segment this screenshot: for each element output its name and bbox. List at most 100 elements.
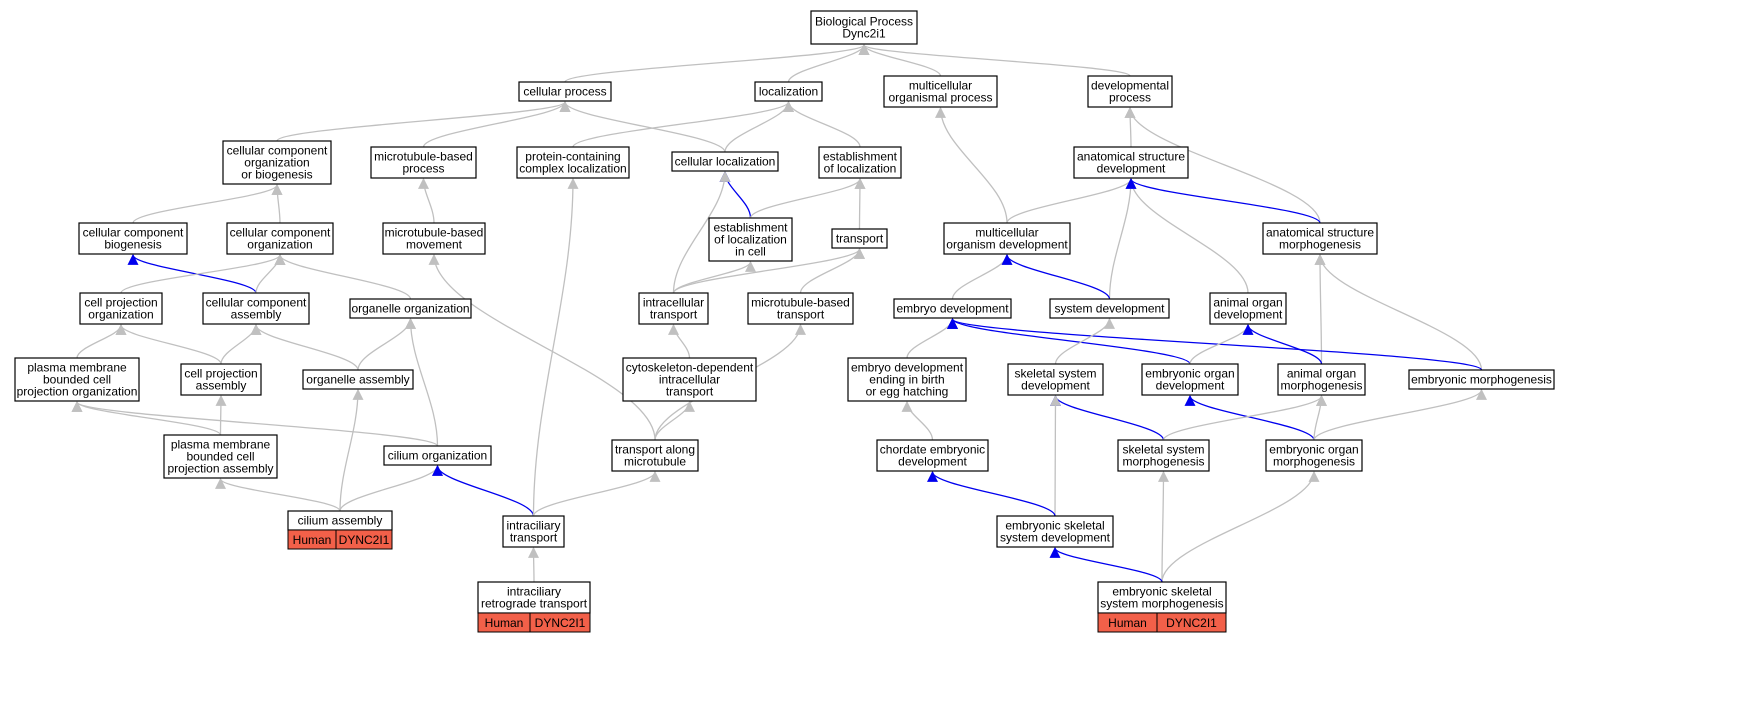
node-label: cellular localization xyxy=(675,155,776,169)
edge-cp-assembly-to-cc-assembly xyxy=(220,323,262,365)
node-label: development xyxy=(1097,162,1166,176)
node-cell-localization[interactable]: cellular localization xyxy=(671,151,779,172)
edge xyxy=(418,177,435,224)
node-label: of localization xyxy=(714,233,787,247)
node-organelle-assembly[interactable]: organelle assembly xyxy=(302,369,414,390)
node-box xyxy=(876,439,989,472)
node-organelle-org[interactable]: organelle organization xyxy=(349,298,472,319)
node-cellular-process[interactable]: cellular process xyxy=(518,81,612,102)
edge xyxy=(405,317,439,447)
node-transport[interactable]: transport xyxy=(831,228,888,249)
species-label: Human xyxy=(1108,616,1147,630)
edge xyxy=(1242,323,1323,365)
node-label: developmental xyxy=(1091,79,1169,93)
node-localization[interactable]: localization xyxy=(754,81,823,102)
node-box xyxy=(202,292,310,325)
gene-label: DYNC2I1 xyxy=(1166,616,1217,630)
edge-intracellular-transport-to-est-loc-cell xyxy=(672,260,756,294)
node-label: cell projection xyxy=(184,367,257,381)
edge-transport-mt-to-mt-movement xyxy=(428,253,656,441)
node-label: assembly xyxy=(231,308,282,322)
edge-embryonic-organ-morph-to-embryonic-morph xyxy=(1313,388,1487,441)
node-label: skeletal system xyxy=(1014,367,1096,381)
node-label: or biogenesis xyxy=(241,168,312,182)
node-label: ending in birth xyxy=(869,373,944,387)
edge xyxy=(339,464,443,512)
node-box xyxy=(810,10,918,45)
node-label: transport xyxy=(510,531,558,545)
node-box xyxy=(516,146,630,179)
edge-organelle-org-to-cc-organization xyxy=(274,253,412,300)
node-label: system morphogenesis xyxy=(1100,597,1223,611)
node-label: embryonic skeletal xyxy=(1005,519,1104,533)
edge-asm-to-developmental-process xyxy=(1124,106,1321,224)
edge-cilium-org-to-organelle-org xyxy=(405,317,439,447)
node-label: microtubule-based xyxy=(374,150,473,164)
edge-animal-organ-morph-to-animal-organ-dev xyxy=(1242,323,1323,365)
node-label: cellular component xyxy=(227,144,328,158)
edge-est-localization-to-localization xyxy=(783,100,861,148)
edge xyxy=(858,43,942,77)
edge xyxy=(276,100,571,142)
node-embryonic-morph[interactable]: embryonic morphogenesis xyxy=(1408,369,1555,390)
node-label: plasma membrane xyxy=(27,361,127,375)
edge xyxy=(1189,323,1254,365)
edge xyxy=(951,253,1013,300)
edge xyxy=(1125,177,1321,224)
node-system-dev[interactable]: system development xyxy=(1049,298,1170,319)
node-embryo-dev[interactable]: embryo development xyxy=(893,298,1012,319)
node-label: protein-containing xyxy=(525,150,620,164)
edge-pc-localization-to-localization xyxy=(572,100,794,148)
node-label: skeletal system xyxy=(1122,443,1204,457)
edge xyxy=(428,253,656,441)
edge-cell-localization-to-cellular-process xyxy=(559,100,726,153)
edge xyxy=(1108,177,1137,300)
node-cdit[interactable]: cytoskeleton-dependentintracellulartrans… xyxy=(622,357,757,402)
node-label: cilium organization xyxy=(388,449,487,463)
node-label: in cell xyxy=(735,245,766,259)
species-label: Human xyxy=(293,533,332,547)
edge xyxy=(71,400,439,447)
edge xyxy=(906,317,958,359)
node-box xyxy=(1049,298,1170,319)
node-label: movement xyxy=(406,238,463,252)
node-box xyxy=(1408,369,1555,390)
node-cilium-org[interactable]: cilium organization xyxy=(383,445,492,466)
edge xyxy=(1049,546,1163,583)
